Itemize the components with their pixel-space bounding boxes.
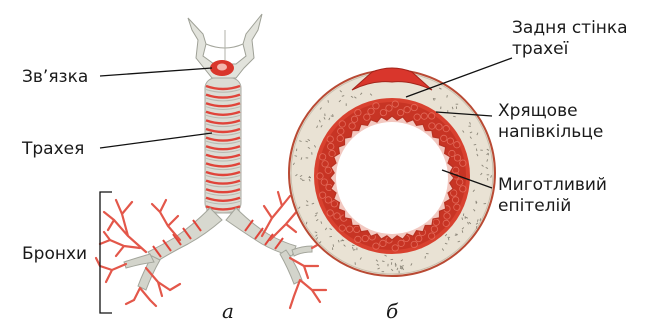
label-posterior-wall-line1: Задня стінка	[512, 18, 628, 38]
trachea-cross-section	[289, 68, 495, 276]
panel-label-b: б	[386, 299, 399, 323]
speck	[396, 264, 397, 266]
speck	[382, 261, 384, 262]
label-bronchi: Бронхи	[22, 244, 87, 264]
label-trachea: Трахея	[21, 139, 84, 159]
speck	[306, 222, 307, 224]
speck	[447, 95, 448, 97]
label-epithelium-line2: епітелій	[498, 196, 571, 216]
label-cartilage-line2: напівкільце	[498, 122, 603, 142]
label-ligament: Зв’язка	[22, 67, 88, 87]
lumen	[336, 122, 448, 234]
speck	[353, 250, 355, 251]
panel-label-a: а	[222, 299, 234, 323]
label-cartilage-line1: Хрящове	[498, 101, 578, 121]
label-epithelium-line1: Миготливий	[498, 175, 607, 195]
speck	[488, 153, 489, 155]
speck	[453, 116, 455, 117]
label-posterior-wall-line2: трахеї	[512, 39, 569, 59]
speck	[462, 230, 463, 232]
